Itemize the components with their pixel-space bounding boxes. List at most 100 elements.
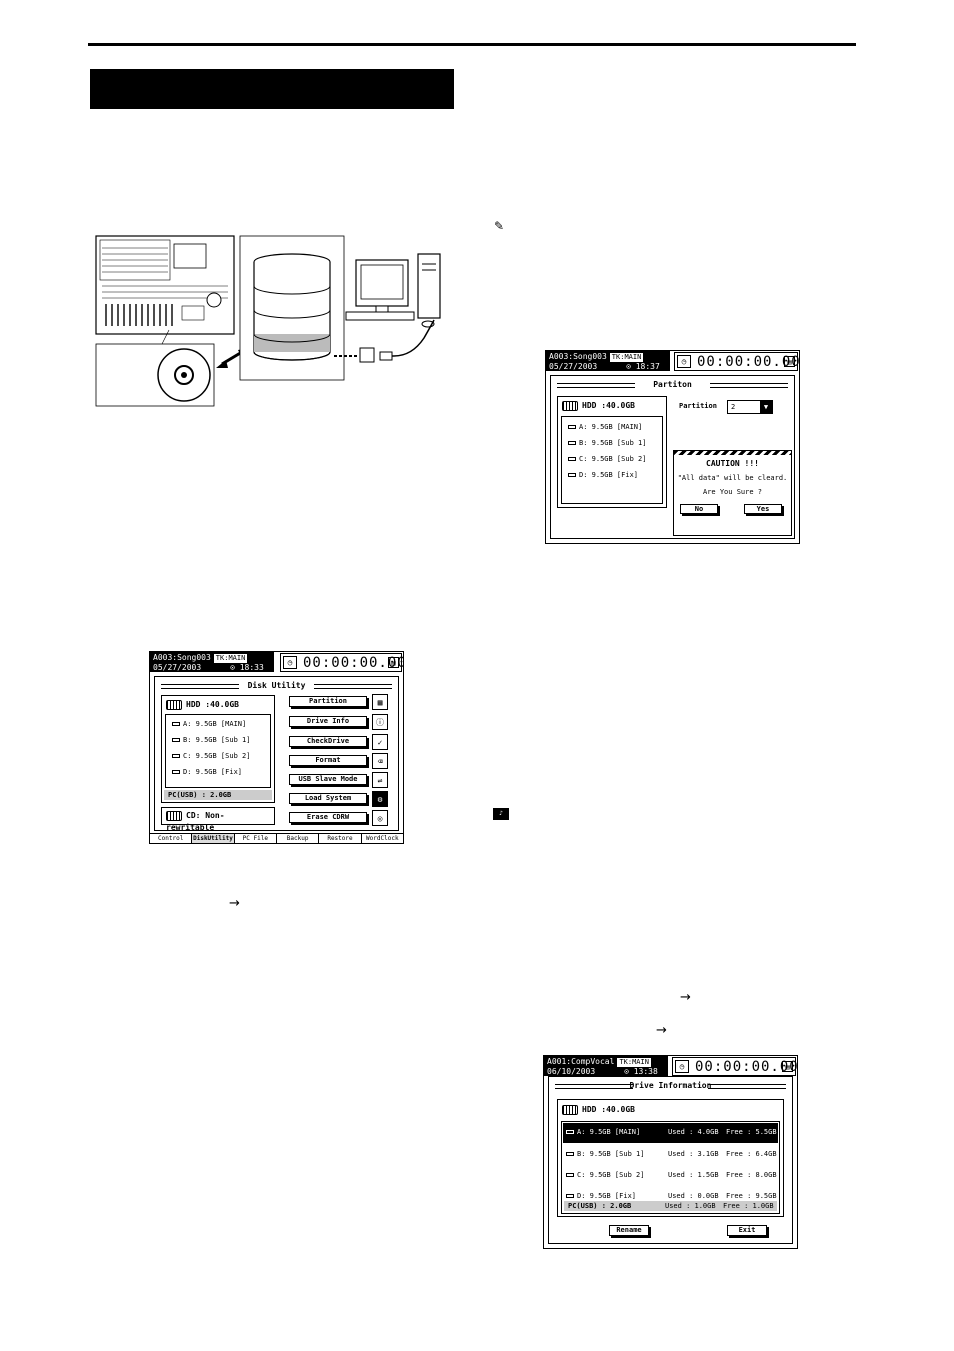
caution-question: Are You Sure ? <box>702 488 762 496</box>
hdd-label: HDD :40.0GB <box>582 1105 635 1114</box>
drive-list: A: 9.5GB [MAIN] B: 9.5GB [Sub 1] C: 9.5G… <box>165 714 271 788</box>
pc-usb-label: PC(USB) : 2.0GB <box>164 790 272 800</box>
track-badge: TK:MAIN <box>609 353 644 362</box>
chevron-down-icon[interactable]: ▼ <box>760 401 772 413</box>
drive-list: A: 9.5GB [MAIN] B: 9.5GB [Sub 1] C: 9.5G… <box>561 416 663 504</box>
partition-select[interactable]: 2 ▼ <box>727 400 773 414</box>
usb-slave-mode-button[interactable]: USB Slave Mode <box>289 774 367 785</box>
tab-wordclock[interactable]: WordClock <box>366 835 399 842</box>
drive-icon <box>566 1130 574 1134</box>
usb-icon: ⇌ <box>372 772 388 788</box>
song-name: A001:CompVocal <box>547 1057 615 1066</box>
erase-cdrw-icon: ◎ <box>372 810 388 826</box>
table-row[interactable]: B: 9.5GB [Sub 1] Used : 3.1GB Free : 6.4… <box>562 1144 779 1165</box>
warning-icon: ✎ <box>494 219 505 233</box>
date-text: 05/27/2003 <box>153 663 202 672</box>
check-drive-button[interactable]: CheckDrive <box>289 736 367 747</box>
drive-icon <box>568 441 576 445</box>
drive-row[interactable]: B: 9.5GB [Sub 1] <box>166 732 270 748</box>
location-counter: ◷ 00:00:00.000 ▤ <box>674 352 800 371</box>
table-row[interactable]: A: 9.5GB [MAIN] Used : 4.0GB Free : 5.5G… <box>563 1123 778 1143</box>
top-rule <box>88 43 856 46</box>
drive-icon <box>566 1173 574 1177</box>
partition-icon: ▦ <box>372 694 388 710</box>
drive-row[interactable]: C: 9.5GB [Sub 2] <box>166 748 270 764</box>
drive-row[interactable]: D: 9.5GB [Fix] <box>562 467 662 483</box>
format-button[interactable]: Format <box>289 755 367 766</box>
track-badge: TK:MAIN <box>213 654 248 663</box>
arrow-symbol: → <box>229 896 240 911</box>
drive-icon <box>566 1152 574 1156</box>
clock-icon: ◷ <box>283 656 297 669</box>
table-row[interactable]: D: 9.5GB [Fix] Used : 0.0GB Free : 9.5GB <box>562 1186 779 1207</box>
drive-stack-icon <box>253 253 331 361</box>
drive-info-button[interactable]: Drive Info <box>289 716 367 727</box>
hdd-label: HDD :40.0GB <box>582 401 635 410</box>
table-row[interactable]: C: 9.5GB [Sub 2] Used : 1.5GB Free : 8.0… <box>562 1165 779 1186</box>
song-name: A003:Song003 <box>549 352 607 361</box>
edit-icon[interactable]: ▤ <box>784 356 795 367</box>
cd-drive-icon <box>166 810 182 821</box>
drive-row[interactable]: C: 9.5GB [Sub 2] <box>562 451 662 467</box>
tab-control[interactable]: Control <box>150 834 193 843</box>
time-text: ⊙ 18:33 <box>230 663 264 672</box>
tab-disk-utility[interactable]: DiskUtility <box>192 834 235 843</box>
exit-button[interactable]: Exit <box>727 1225 767 1236</box>
tab-restore[interactable]: Restore <box>319 834 362 843</box>
drive-info-table: A: 9.5GB [MAIN] Used : 4.0GB Free : 5.5G… <box>561 1121 780 1214</box>
time-text: ⊙ 18:37 <box>626 362 660 371</box>
drive-icon <box>172 754 180 758</box>
date-text: 05/27/2003 <box>549 362 598 371</box>
page-title: Partiton <box>551 379 794 390</box>
note-icon: ♪ <box>493 808 509 820</box>
drive-row[interactable]: B: 9.5GB [Sub 1] <box>562 435 662 451</box>
location-counter: ◷ 00:00:00.000 ▤ <box>280 653 403 672</box>
tab-backup[interactable]: Backup <box>277 834 320 843</box>
edit-icon[interactable]: ▤ <box>388 657 399 668</box>
tab-pc-file[interactable]: PC File <box>235 834 277 843</box>
track-badge: TK:MAIN <box>617 1058 651 1067</box>
rename-button[interactable]: Rename <box>609 1225 649 1236</box>
caution-stripe <box>674 451 791 455</box>
hdd-icon <box>166 699 182 710</box>
drive-icon <box>568 473 576 477</box>
partition-label: Partition <box>679 402 717 410</box>
date-text: 06/10/2003 <box>547 1067 596 1076</box>
page-title: Disk Utility <box>155 680 398 691</box>
drive-list-panel: HDD :40.0GB A: 9.5GB [MAIN] B: 9.5GB [Su… <box>557 396 667 508</box>
load-system-button[interactable]: Load System <box>289 793 367 804</box>
drive-icon <box>172 722 180 726</box>
caution-title: CAUTION !!! <box>706 459 759 468</box>
yes-button[interactable]: Yes <box>744 504 782 514</box>
location-counter: ◷ 00:00:00.000 ▤ <box>672 1057 797 1076</box>
clock-icon: ◷ <box>675 1060 689 1073</box>
usb-cable <box>382 319 435 357</box>
drive-list-panel: HDD :40.0GB A: 9.5GB [MAIN] B: 9.5GB [Su… <box>161 695 275 803</box>
drive-row[interactable]: A: 9.5GB [MAIN] <box>562 417 662 435</box>
partition-value: 2 <box>731 403 736 411</box>
cd-disc-icon <box>157 348 211 402</box>
cd-status: CD: Non-rewritable <box>161 807 275 832</box>
edit-icon[interactable]: ▤ <box>782 1061 793 1072</box>
partition-button[interactable]: Partition <box>289 696 367 707</box>
drive-icon <box>568 425 576 429</box>
drive-icon <box>566 1194 574 1198</box>
pc-icon <box>345 253 441 328</box>
time-text: ⊙ 13:38 <box>624 1067 658 1076</box>
erase-cdrw-button[interactable]: Erase CDRW <box>289 812 367 823</box>
counter-text: 00:00:00.000 <box>303 655 403 671</box>
drive-row[interactable]: A: 9.5GB [MAIN] <box>166 715 270 732</box>
arrow-symbol: → <box>680 990 691 1005</box>
no-button[interactable]: No <box>680 504 718 514</box>
drive-row[interactable]: D: 9.5GB [Fix] <box>166 764 270 780</box>
section-title-bar <box>90 69 454 109</box>
usb-plug-icon <box>379 351 393 361</box>
drive-info-icon: ⓘ <box>372 714 388 730</box>
drive-icon <box>568 457 576 461</box>
counter-text: 00:00:00.000 <box>697 354 800 370</box>
clock-icon: ◷ <box>677 355 691 368</box>
